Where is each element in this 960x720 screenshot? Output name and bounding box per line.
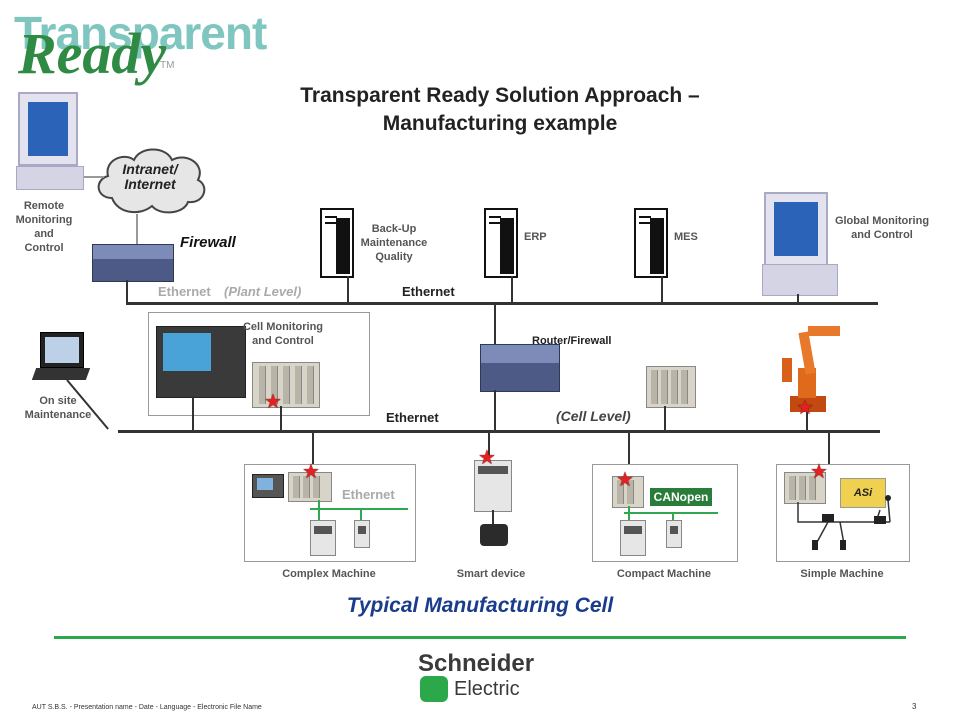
- simple-machine-label: Simple Machine: [800, 568, 884, 580]
- router-firewall-label: Router/Firewall: [532, 335, 612, 347]
- complex-green-drop-b: [360, 508, 362, 520]
- cell-monitoring-label: Cell Monitoring and Control: [242, 321, 324, 347]
- ethernet-cell-label: Ethernet: [386, 410, 439, 425]
- router-firewall-icon: [480, 344, 560, 392]
- complex-green-bus: [310, 508, 408, 510]
- complex-ethernet-label: Ethernet: [342, 487, 395, 502]
- complex-green-drop-a: [318, 500, 320, 520]
- cellplc-drop: [664, 406, 666, 432]
- schneider-brand-text: Schneider: [418, 650, 535, 677]
- firewall-drop: [126, 280, 128, 304]
- remote-pc-base: [16, 166, 84, 190]
- title-line-2: Manufacturing example: [382, 112, 618, 135]
- cell-plc-star-icon: ★: [264, 391, 282, 413]
- cell-level-label: (Cell Level): [556, 408, 631, 424]
- compact-star-icon: ★: [616, 469, 634, 491]
- robot-star-icon: ★: [796, 397, 814, 419]
- smart-star-icon: ★: [478, 447, 496, 469]
- erp-drop: [511, 276, 513, 304]
- motor-icon: [480, 524, 508, 546]
- logo-transparent-text: Transparent: [14, 7, 267, 59]
- ethernet-gray-label: Ethernet: [158, 284, 211, 299]
- complex-drive-a-icon: [310, 520, 336, 556]
- global-monitoring-label: Global Monitoring and Control: [834, 215, 930, 241]
- plant-ethernet-bus: [126, 302, 878, 305]
- simple-star-icon: ★: [810, 461, 828, 483]
- erp-label: ERP: [524, 231, 547, 243]
- compact-green-bus: [624, 512, 718, 514]
- cell-controller-icon: [646, 366, 696, 408]
- complex-drive-b-icon: [354, 520, 370, 548]
- canopen-logo: CANopen: [650, 488, 712, 506]
- backup-server-icon: [320, 208, 354, 278]
- smart-link: [492, 510, 494, 524]
- mes-label: MES: [674, 231, 698, 243]
- cloud-to-firewall-link: [136, 214, 138, 244]
- page-number: 3: [912, 702, 917, 711]
- complex-star-icon: ★: [302, 461, 320, 483]
- complex-machine-label: Complex Machine: [282, 568, 376, 580]
- global-drop: [797, 294, 799, 304]
- cloud-label: Intranet/ Internet: [122, 161, 178, 192]
- hmi-panel-icon: [156, 326, 246, 398]
- complex-hmi-icon: [252, 474, 284, 498]
- compact-drive-a-icon: [620, 520, 646, 556]
- remote-monitoring-label: Remote Monitoring and Control: [15, 200, 73, 254]
- page-title: Transparent Ready Solution Approach – Ma…: [180, 82, 820, 138]
- firewall-icon: [92, 244, 174, 282]
- compact-green-drop-b: [672, 512, 674, 520]
- compact-machine-label: Compact Machine: [616, 568, 712, 580]
- compact-drop: [628, 432, 630, 472]
- asi-logo: ASi: [840, 478, 886, 508]
- complex-drop: [312, 432, 314, 472]
- footer-text: AUT S.B.S. - Presentation name - Date - …: [32, 704, 262, 711]
- robot-arm-icon: [782, 326, 840, 412]
- smart-drop: [488, 432, 490, 462]
- router-downlink: [494, 390, 496, 432]
- logo-tm: TM: [160, 60, 175, 71]
- global-pc-base: [762, 264, 838, 296]
- remote-to-cloud-link: [84, 176, 104, 178]
- firewall-label: Firewall: [180, 234, 236, 251]
- onsite-maintenance-label: On site Maintenance: [24, 395, 92, 421]
- simple-drop: [828, 432, 830, 472]
- schneider-mark-icon: [420, 676, 448, 702]
- compact-drive-b-icon: [666, 520, 682, 548]
- mes-server-icon: [634, 208, 668, 278]
- global-pc-icon: [764, 192, 828, 266]
- compact-plc-icon: [612, 476, 644, 508]
- backup-label: Back-Up Maintenance Quality: [360, 223, 428, 263]
- cell-subtitle: Typical Manufacturing Cell: [346, 594, 614, 617]
- cell-ethernet-bus: [118, 430, 880, 433]
- hmi-drop: [192, 396, 194, 432]
- green-rule: [54, 636, 906, 639]
- plc-drop: [280, 406, 282, 432]
- laptop-icon: [40, 332, 84, 368]
- smart-device-label: Smart device: [456, 568, 526, 580]
- title-line-1: Transparent Ready Solution Approach –: [300, 84, 700, 107]
- plant-level-label: (Plant Level): [224, 284, 302, 299]
- backup-drop: [347, 276, 349, 304]
- smart-device-icon: [474, 460, 512, 512]
- remote-pc-icon: [18, 92, 78, 166]
- mes-drop: [661, 276, 663, 304]
- electric-brand-text: Electric: [454, 678, 520, 700]
- simple-plc-icon: [784, 472, 826, 504]
- asi-network-icon: [797, 495, 891, 550]
- ethernet-plant-label: Ethernet: [402, 284, 455, 299]
- compact-green-drop-a: [628, 506, 630, 520]
- complex-plc-icon: [288, 472, 332, 502]
- robot-drop: [806, 412, 808, 432]
- logo-ready-text: Ready: [18, 21, 167, 86]
- cell-plc-icon: [252, 362, 320, 408]
- laptop-keyboard: [31, 368, 91, 380]
- router-uplink: [494, 304, 496, 344]
- cloud-icon: [97, 148, 206, 214]
- erp-server-icon: [484, 208, 518, 278]
